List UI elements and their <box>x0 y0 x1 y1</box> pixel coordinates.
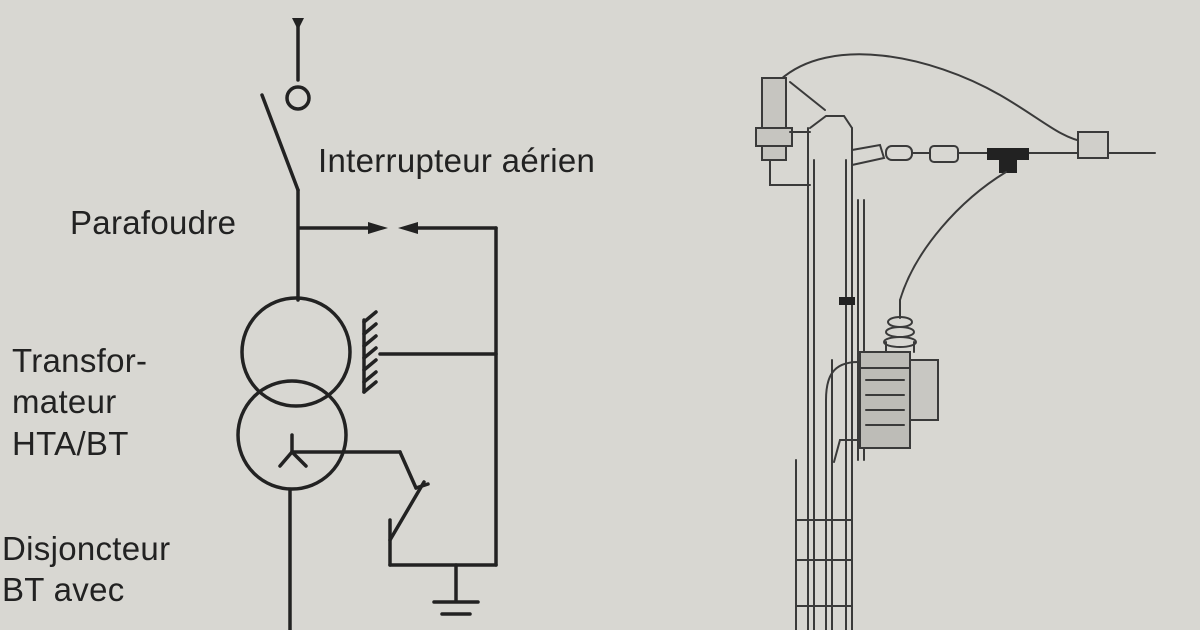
lv-breaker-label-line-1: Disjoncteur <box>2 530 171 567</box>
insulator-string <box>851 131 1156 173</box>
line-entry-symbol <box>285 18 311 111</box>
transformer-secondary-coil <box>236 379 348 491</box>
lv-breaker-symbol <box>388 450 498 567</box>
air-switch-label: Interrupteur aérien <box>318 142 596 179</box>
pole-switch-box <box>755 77 811 186</box>
transformer-primary-coil <box>240 296 352 408</box>
star-point-symbol <box>278 433 402 468</box>
lv-breaker-label-line-2: BT avec <box>2 571 125 609</box>
transformer-label: Transfor- mateur HTA/BT <box>12 340 212 464</box>
transformer-label-line-1: Transfor- <box>12 342 148 379</box>
air-switch-blade <box>260 93 300 192</box>
drop-lead <box>899 171 1007 301</box>
ground-symbol <box>432 563 480 616</box>
overhead-conductor-loop <box>779 53 1086 143</box>
frame-earth-symbol <box>362 310 498 394</box>
surge-arrester-symbol <box>298 222 498 567</box>
pole-sketch <box>755 53 1156 630</box>
transformer-label-line-2: mateur <box>12 383 117 421</box>
lv-down-cable <box>825 361 859 630</box>
transformer-label-line-3: HTA/BT <box>12 424 129 462</box>
schematic <box>236 18 498 630</box>
pole <box>795 115 865 630</box>
surge-arrester-label: Parafoudre <box>70 204 237 241</box>
transformer-tank <box>833 351 939 463</box>
transformer-bushing <box>883 299 917 353</box>
lv-breaker-label: Disjoncteur BT avec <box>2 528 170 611</box>
